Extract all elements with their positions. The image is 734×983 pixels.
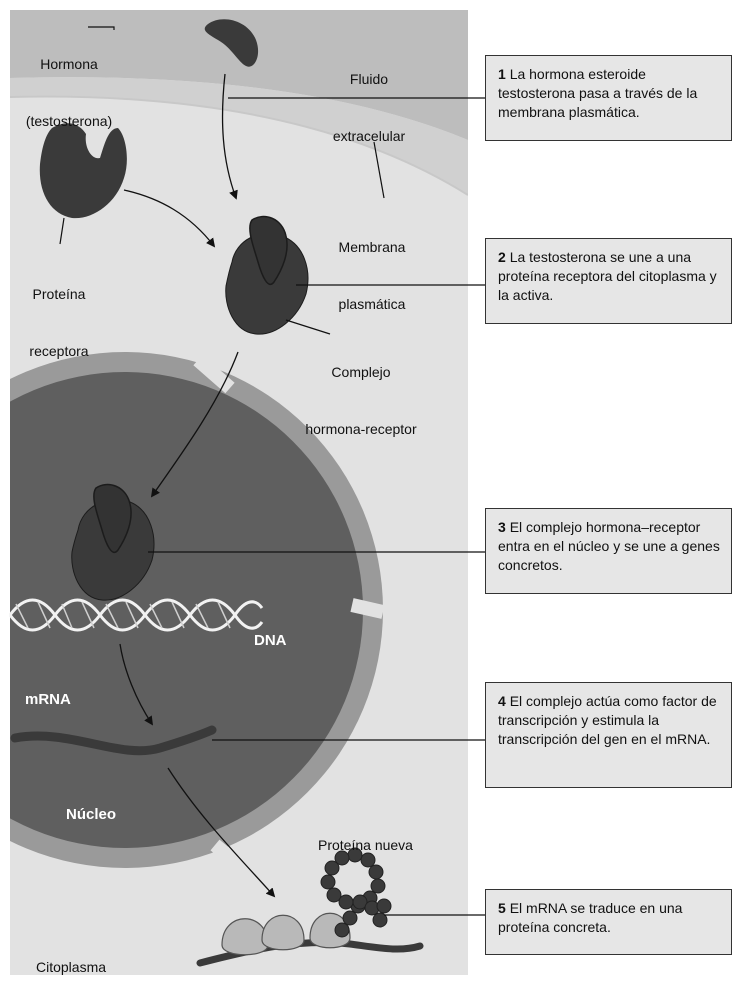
extracellular-fluid-label: Fluido extracelular: [314, 32, 424, 184]
step-box-4: 4 El complejo actúa como factor de trans…: [485, 682, 732, 788]
complex-label-line2: hormona-receptor: [296, 420, 426, 439]
mrna-label: mRNA: [25, 690, 71, 709]
step-number: 5: [498, 900, 506, 916]
hormone-label-line1: Hormona: [18, 55, 120, 74]
fluid-label-line1: Fluido: [314, 70, 424, 89]
receptor-label: Proteína receptora: [14, 247, 104, 399]
membrane-label-line2: plasmática: [322, 295, 422, 314]
step-box-5: 5 El mRNA se traduce en una proteína con…: [485, 889, 732, 955]
step-box-2: 2 La testosterona se une a una proteína …: [485, 238, 732, 324]
fluid-label-line2: extracelular: [314, 127, 424, 146]
complex-label: Complejo hormona-receptor: [296, 325, 426, 477]
nucleus-label: Núcleo: [66, 805, 116, 824]
complex-label-line1: Complejo: [296, 363, 426, 382]
receptor-label-line2: receptora: [14, 342, 104, 361]
step-number: 3: [498, 519, 506, 535]
step-text: El complejo actúa como factor de transcr…: [498, 693, 717, 747]
step-box-1: 1 La hormona esteroide testosterona pasa…: [485, 55, 732, 141]
cytoplasm-label: Citoplasma: [36, 958, 106, 977]
step-number: 4: [498, 693, 506, 709]
step-box-3: 3 El complejo hormona–receptor entra en …: [485, 508, 732, 594]
membrane-label-line1: Membrana: [322, 238, 422, 257]
step-text: La testosterona se une a una proteína re…: [498, 249, 717, 303]
step-text: El mRNA se traduce en una proteína concr…: [498, 900, 682, 935]
step-text: La hormona esteroide testosterona pasa a…: [498, 66, 697, 120]
step-number: 1: [498, 66, 506, 82]
dna-label: DNA: [254, 631, 287, 650]
step-text: El complejo hormona–receptor entra en el…: [498, 519, 720, 573]
step-number: 2: [498, 249, 506, 265]
receptor-label-line1: Proteína: [14, 285, 104, 304]
hormone-label-line2: (testosterona): [18, 112, 120, 131]
hormone-label: Hormona (testosterona): [18, 17, 120, 169]
new-protein-label: Proteína nueva: [318, 836, 413, 855]
